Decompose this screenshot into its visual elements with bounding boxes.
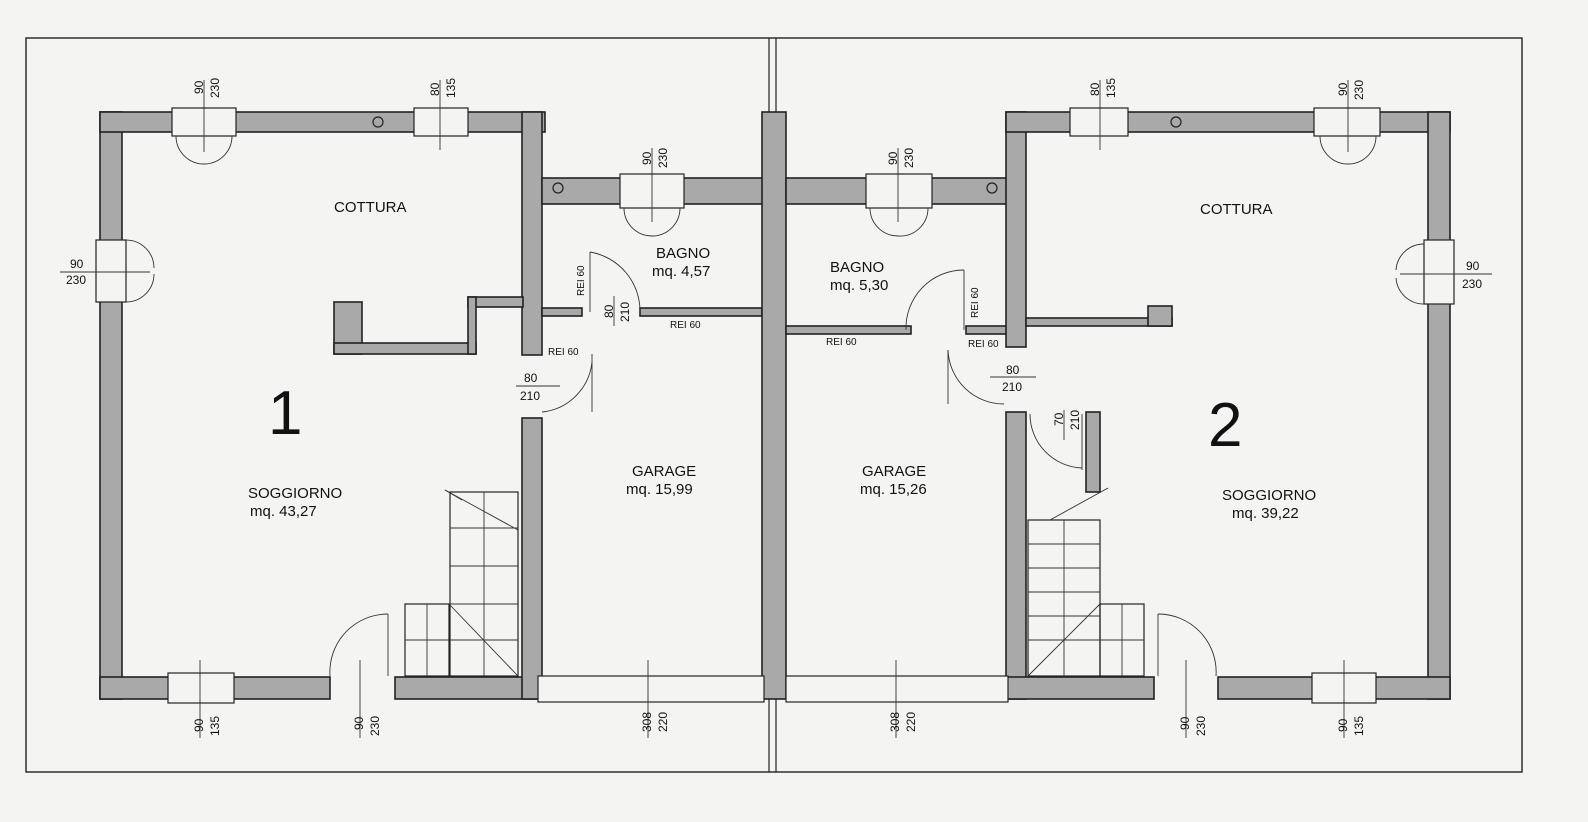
dimension-label: 230	[208, 78, 222, 98]
unit-number-1: 1	[268, 379, 302, 448]
dimension-label: 135	[1104, 78, 1118, 98]
fire-rating-label: REI 60	[548, 347, 579, 358]
dimension-label: 230	[66, 273, 86, 287]
dimension-label: 90	[1336, 82, 1350, 96]
dimension-label: 308	[640, 712, 654, 732]
room-name-cottura-1: COTTURA	[334, 199, 407, 216]
dimension-label: 135	[208, 716, 222, 736]
dimension-label: 90	[640, 151, 654, 165]
party-wall	[761, 111, 787, 700]
fire-rating-label: REI 60	[968, 339, 999, 350]
dimension-label: 90	[352, 716, 366, 730]
room-area-bagno-1: mq. 4,57	[652, 263, 710, 280]
dimension-label: 80	[524, 371, 538, 385]
fire-rating-label: REI 60	[576, 265, 587, 296]
room-area-garage-1: mq. 15,99	[626, 481, 693, 498]
dimension-label: 308	[888, 712, 902, 732]
dimension-label: 230	[1462, 277, 1482, 291]
sheet-frame	[25, 37, 1523, 773]
dimension-label: 90	[1336, 718, 1350, 732]
dimension-label: 90	[886, 151, 900, 165]
fire-rating-label: REI 60	[826, 337, 857, 348]
dimension-label: 135	[444, 78, 458, 98]
room-area-bagno-2: mq. 5,30	[830, 277, 888, 294]
dimension-label: 135	[1352, 716, 1366, 736]
dimension-label: 210	[520, 389, 540, 403]
dimension-label: 90	[1466, 259, 1480, 273]
room-area-garage-2: mq. 15,26	[860, 481, 927, 498]
room-name-bagno-1: BAGNO	[656, 245, 710, 262]
dimension-label: 230	[1352, 80, 1366, 100]
fire-rating-label: REI 60	[970, 287, 981, 318]
room-area-soggiorno-1: mq. 43,27	[250, 503, 317, 520]
dimension-label: 230	[1194, 716, 1208, 736]
dimension-label: 90	[192, 718, 206, 732]
dimension-ticks	[60, 80, 1492, 738]
dimension-label: 220	[904, 712, 918, 732]
room-area-soggiorno-2: mq. 39,22	[1232, 505, 1299, 522]
dimension-label: 230	[902, 148, 916, 168]
dimension-label: 210	[1068, 410, 1082, 430]
stairs-unit-2	[1027, 487, 1145, 677]
room-name-bagno-2: BAGNO	[830, 259, 884, 276]
dimension-label: 80	[1006, 363, 1020, 377]
dimension-label: 90	[192, 80, 206, 94]
flue-circles	[372, 116, 1182, 194]
room-name-soggiorno-1: SOGGIORNO	[248, 485, 342, 502]
dimension-label: 80	[428, 82, 442, 96]
dimension-label: 80	[1088, 82, 1102, 96]
stairs-unit-1	[404, 489, 519, 677]
dimension-label: 210	[1002, 380, 1022, 394]
dimension-label: 70	[1052, 412, 1066, 426]
dimension-label: 230	[368, 716, 382, 736]
dimension-label: 90	[1178, 716, 1192, 730]
unit-number-2: 2	[1208, 391, 1242, 460]
door-swings	[125, 135, 1425, 677]
dimension-label: 230	[656, 148, 670, 168]
fire-rating-label: REI 60	[670, 320, 701, 331]
room-name-garage-2: GARAGE	[862, 463, 926, 480]
dimension-label: 210	[618, 302, 632, 322]
room-name-soggiorno-2: SOGGIORNO	[1222, 487, 1316, 504]
dimension-label: 90	[70, 257, 84, 271]
room-name-cottura-2: COTTURA	[1200, 201, 1273, 218]
room-name-garage-1: GARAGE	[632, 463, 696, 480]
dimension-label: 220	[656, 712, 670, 732]
dimension-label: 80	[602, 304, 616, 318]
